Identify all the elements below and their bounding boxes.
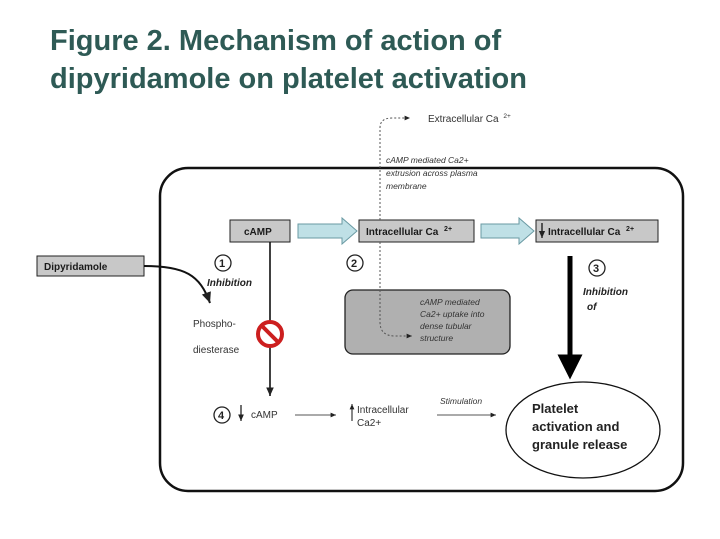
- intracellular-ca-label: Intracellular Ca 2+: [366, 226, 452, 238]
- figure-title-line1: Figure 2. Mechanism of action of: [50, 25, 502, 57]
- extracellular-ca-label: Extracellular Ca 2+: [428, 113, 511, 125]
- platelet-label: Platelet activation and granule release: [532, 401, 627, 452]
- cell-boundary: [158, 166, 685, 493]
- figure-title: Figure 2. Mechanism of action of dipyrid…: [50, 22, 690, 98]
- stimulation-label: Stimulation: [440, 396, 482, 406]
- uptake-dotted-arrow: [379, 242, 412, 339]
- dipyridamole-to-pde-arrow: [143, 265, 211, 304]
- decreased-intracellular-ca-label: Intracellular Ca 2+: [548, 226, 634, 238]
- svg-text:1: 1: [219, 258, 225, 270]
- figure-title-line2: dipyridamole on platelet activation: [50, 63, 527, 95]
- svg-text:3: 3: [593, 263, 599, 275]
- inhibition-of-label: Inhibition of: [583, 287, 631, 313]
- extrusion-dotted-arrow: [379, 115, 410, 220]
- uptake-box: [344, 289, 511, 355]
- decreased-camp-label: cAMP: [251, 410, 278, 421]
- increased-intracellular-ca-label: Intracellular Ca2+: [357, 405, 411, 429]
- camp-to-intracellular-arrow: [297, 216, 358, 246]
- phosphodiesterase-label: Phospho- diesterase: [193, 319, 240, 356]
- uptake-annotation: cAMP mediated Ca2+ uptake into dense tub…: [420, 297, 487, 343]
- inhibition-label: Inhibition: [207, 278, 252, 289]
- no-entry-icon: [256, 320, 284, 348]
- camp-box: [229, 219, 291, 243]
- intracellular-ca-box: [358, 219, 475, 243]
- extrusion-annotation: cAMP mediated Ca2+ extrusion across plas…: [386, 155, 480, 191]
- step-4-marker: 4: [213, 406, 231, 424]
- intracellular-to-decreased-arrow: [480, 216, 535, 246]
- step-3-marker: 3: [588, 259, 606, 277]
- svg-text:4: 4: [218, 410, 225, 422]
- dipyridamole-label: Dipyridamole: [44, 262, 108, 273]
- camp-label: cAMP: [244, 227, 272, 238]
- step-1-marker: 1: [214, 254, 232, 272]
- svg-text:2: 2: [351, 258, 357, 270]
- platelet-ellipse: [505, 381, 661, 479]
- step-2-marker: 2: [346, 254, 364, 272]
- decreased-intracellular-ca-box: [535, 219, 659, 243]
